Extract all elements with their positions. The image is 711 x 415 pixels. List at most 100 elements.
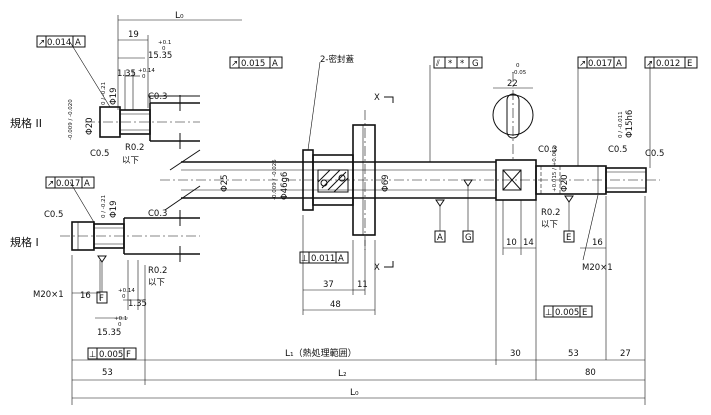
lower-end-spec1 [71, 210, 200, 262]
dim-80: 80 [585, 368, 596, 378]
datum-g: G [462, 230, 474, 243]
dim-53-left: 53 [102, 368, 113, 378]
dim-48: 48 [330, 300, 341, 310]
tol-15-35b-bot: 0 [118, 322, 122, 328]
dim-15-35: 15.35 [148, 51, 172, 61]
tf-lower-left: ↗ 0.017 A [45, 176, 95, 189]
dim-27: 27 [620, 349, 631, 359]
tol-15-35-bot: 0 [162, 46, 166, 52]
svg-text:*: * [460, 59, 464, 69]
svg-text:E: E [566, 233, 571, 243]
svg-text:↗: ↗ [47, 179, 54, 189]
dim-1-35: 1.35 [117, 69, 136, 79]
svg-text:A: A [437, 233, 443, 243]
svg-text:G: G [465, 233, 472, 243]
phi46-tol: -0.009 / -0.025 [272, 159, 278, 200]
tf-perp-left: ⊥ 0.005 F [87, 347, 137, 360]
datum-a: A [434, 230, 446, 243]
datum-markers [97, 179, 574, 292]
svg-text:E: E [687, 59, 692, 69]
tf-right1: ↗ 0.017 A [577, 56, 627, 69]
phi69: Φ69 [381, 174, 391, 192]
c03-lower: C0.3 [148, 209, 167, 219]
dim-l2: L₂ [338, 369, 347, 379]
phi19-upper-tol: 0 / -0.21 [101, 82, 107, 105]
svg-text:⫽: ⫽ [435, 59, 440, 69]
svg-text:0.014: 0.014 [47, 38, 71, 48]
r02-lower-sub: 以下 [148, 278, 166, 288]
tol-15-35-top: +0.1 [158, 40, 171, 46]
spec2-label: 規格 II [10, 116, 42, 130]
c05-lower: C0.5 [44, 210, 63, 220]
phi15-tol: 0 / -0.011 [618, 111, 624, 138]
svg-text:F: F [126, 350, 131, 360]
datum-e: E [563, 230, 575, 243]
phi19-lower: Φ19 [109, 200, 119, 218]
tf-upper-left: ↗ 0.014 A [36, 35, 86, 48]
svg-text:⊥: ⊥ [545, 308, 552, 318]
dim-l1: L₁（熱処理範囲） [285, 347, 357, 359]
tf-perp-right: ⊥ 0.005 E [543, 305, 593, 318]
svg-text:*: * [448, 59, 452, 69]
tol-1-35b-top: +0.14 [118, 288, 135, 294]
screw-shaft [164, 149, 496, 211]
svg-text:0.017: 0.017 [588, 59, 612, 69]
svg-text:0.017: 0.017 [56, 179, 80, 189]
dim-14: 14 [523, 238, 534, 248]
dim-16-right: 16 [592, 238, 603, 248]
c05-upper: C0.5 [90, 149, 109, 159]
nut-body [302, 124, 376, 236]
svg-text:⊥: ⊥ [89, 350, 96, 360]
c05-right-a: C0.5 [608, 145, 627, 155]
right-journal [495, 159, 647, 201]
svg-text:↗: ↗ [646, 59, 653, 69]
dim-37: 37 [323, 280, 334, 290]
svg-text:A: A [616, 59, 622, 69]
phi20-upper-tol: -0.009 / -0.020 [68, 99, 74, 140]
section-arrow-bottom [384, 261, 394, 268]
dim-l0-top: L₀ [175, 11, 184, 21]
dimension-lines [69, 15, 651, 405]
tol-1-35-top: +0.14 [138, 68, 155, 74]
m20-left: M20×1 [33, 290, 64, 300]
dim-11: 11 [357, 280, 368, 290]
m20-right: M20×1 [582, 263, 613, 273]
dim-30: 30 [510, 349, 521, 359]
r02-right: R0.2 [541, 208, 560, 218]
tol-22-bot: -0.05 [512, 70, 527, 76]
phi20-right: Φ20 [560, 174, 570, 192]
dim-53-right: 53 [568, 349, 579, 359]
c03-upper: C0.3 [148, 92, 167, 102]
tol-22-top: 0 [516, 63, 520, 69]
svg-text:E: E [582, 308, 587, 318]
phi15h6: Φ15h6 [625, 110, 635, 138]
phi20-upper: Φ20 [85, 117, 95, 135]
spec1-label: 規格 I [10, 235, 39, 249]
phi20-right-tol: +0.015 / +0.002 [552, 146, 558, 192]
r02-lower: R0.2 [148, 266, 167, 276]
svg-text:G: G [472, 59, 479, 69]
svg-text:0.012: 0.012 [656, 59, 680, 69]
r02-upper: R0.2 [125, 143, 144, 153]
svg-text:A: A [272, 59, 278, 69]
section-x-bottom: X [374, 263, 380, 273]
tol-1-35-bot: 0 [142, 74, 146, 80]
tol-15-35b-top: +0.1 [114, 316, 127, 322]
r02-upper-sub: 以下 [122, 156, 140, 166]
dim-1-35-b: 1.35 [128, 299, 147, 309]
dim-16-left: 16 [80, 291, 91, 301]
dim-15-35-b: 15.35 [97, 328, 121, 338]
section-x-top: X [374, 93, 380, 103]
svg-text:↗: ↗ [231, 59, 238, 69]
tf-right2: ↗ 0.012 E [644, 56, 698, 69]
seal-label: 2-密封蓋 [320, 54, 354, 65]
svg-text:↗: ↗ [579, 59, 586, 69]
c05-right-b: C0.5 [645, 149, 664, 159]
upper-end-spec2 [99, 95, 200, 149]
svg-text:A: A [84, 179, 90, 189]
svg-text:F: F [99, 294, 104, 304]
c03-right: C0.3 [538, 145, 557, 155]
svg-text:0.015: 0.015 [241, 59, 265, 69]
svg-text:0.005: 0.005 [555, 308, 579, 318]
